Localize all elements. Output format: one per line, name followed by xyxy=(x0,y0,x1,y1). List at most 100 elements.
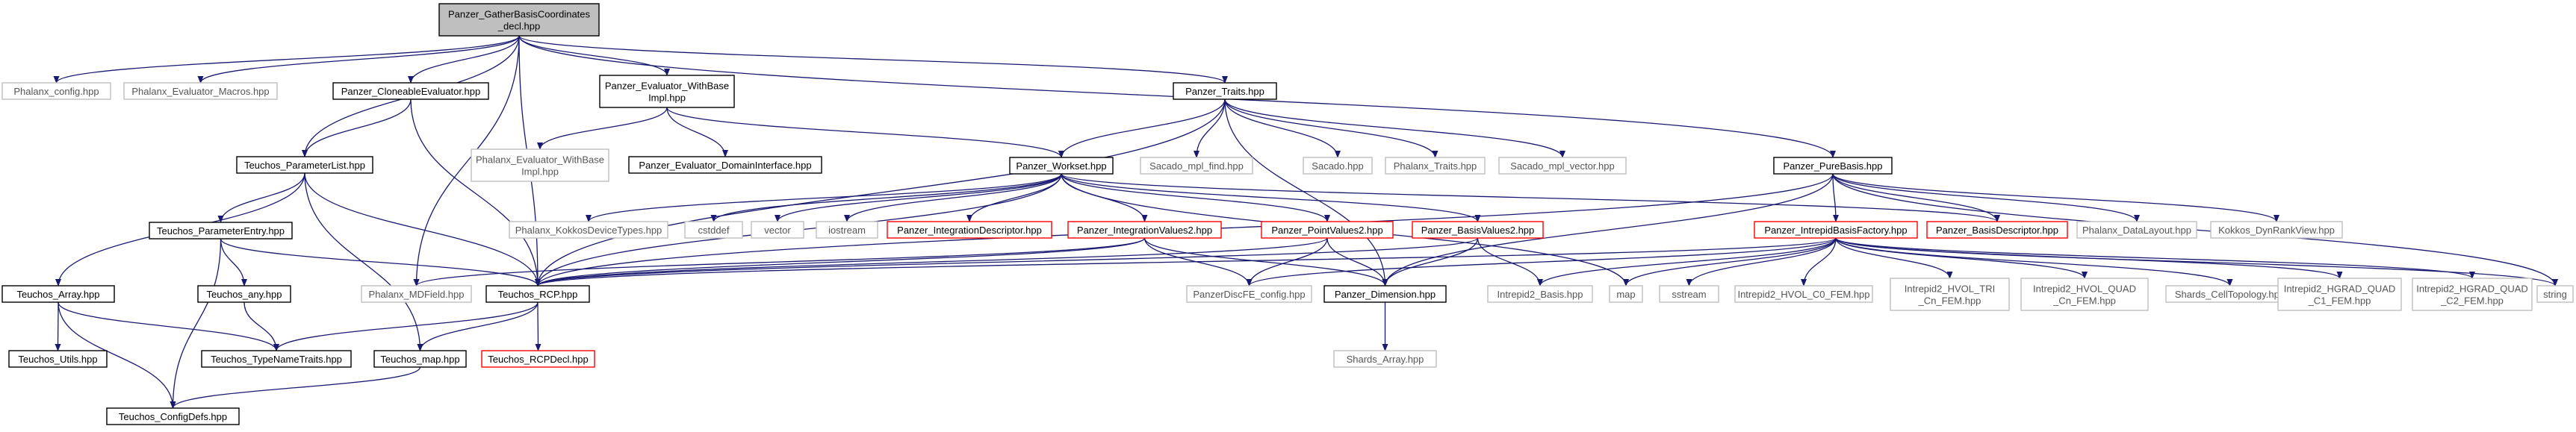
node-box[interactable] xyxy=(2536,285,2574,303)
node-teuchos-any[interactable]: Teuchos_any.hpp xyxy=(197,285,291,303)
node-sstream[interactable]: sstream xyxy=(1659,285,1719,303)
node-box[interactable] xyxy=(485,285,590,303)
node-panzer-intrepid-factory[interactable]: Panzer_IntrepidBasisFactory.hpp xyxy=(1754,221,1918,239)
node-panzer-basis-desc[interactable]: Panzer_BasisDescriptor.hpp xyxy=(1926,221,2068,239)
node-box[interactable] xyxy=(1659,285,1719,303)
node-teuchos-array[interactable]: Teuchos_Array.hpp xyxy=(1,285,115,303)
node-panzer-cloneable[interactable]: Panzer_CloneableEvaluator.hpp xyxy=(332,82,489,100)
node-box[interactable] xyxy=(628,156,822,174)
node-box[interactable] xyxy=(1173,82,1277,100)
node-panzer-basis-values2[interactable]: Panzer_BasisValues2.hpp xyxy=(1412,221,1544,239)
node-string[interactable]: string xyxy=(2536,285,2574,303)
node-box[interactable] xyxy=(1498,157,1627,175)
node-intrepid2-hgrad-c1[interactable]: Intrepid2_HGRAD_QUAD_C1_FEM.hpp xyxy=(2277,278,2402,311)
node-box[interactable] xyxy=(1186,285,1312,303)
node-panzer-traits[interactable]: Panzer_Traits.hpp xyxy=(1173,82,1277,100)
node-intrepid2-basis[interactable]: Intrepid2_Basis.hpp xyxy=(1487,285,1593,303)
node-intrepid2-hvol-c0[interactable]: Intrepid2_HVOL_C0_FEM.hpp xyxy=(1734,285,1873,303)
node-box[interactable] xyxy=(2412,278,2533,311)
node-kokkos-dynrank[interactable]: Kokkos_DynRankView.hpp xyxy=(2210,221,2343,239)
node-box[interactable] xyxy=(816,221,878,239)
node-phalanx-datalayout[interactable]: Phalanx_DataLayout.hpp xyxy=(2076,221,2197,239)
node-box[interactable] xyxy=(332,82,489,100)
node-box[interactable] xyxy=(1,285,115,303)
node-box[interactable] xyxy=(2020,278,2149,311)
node-box[interactable] xyxy=(106,407,240,425)
node-box[interactable] xyxy=(149,222,293,240)
node-box[interactable] xyxy=(1261,221,1394,239)
node-label: Panzer_GatherBasisCoordinates xyxy=(448,9,591,20)
node-teuchos-rcp[interactable]: Teuchos_RCP.hpp xyxy=(485,285,590,303)
node-map1[interactable]: map xyxy=(1609,285,1643,303)
node-panzer-eval-domain[interactable]: Panzer_Evaluator_DomainInterface.hpp xyxy=(628,156,822,174)
node-box[interactable] xyxy=(8,350,108,368)
node-cstddef[interactable]: cstddef xyxy=(684,221,743,239)
node-teuchos-rcpdecl[interactable]: Teuchos_RCPDecl.hpp xyxy=(481,350,595,368)
node-box[interactable] xyxy=(1385,157,1486,175)
node-box[interactable] xyxy=(599,75,735,108)
node-phalanx-mdfield[interactable]: Phalanx_MDField.hpp xyxy=(361,285,472,303)
node-box[interactable] xyxy=(361,285,472,303)
node-box[interactable] xyxy=(509,221,668,239)
node-box[interactable] xyxy=(1412,221,1544,239)
node-intrepid2-hvol-quad[interactable]: Intrepid2_HVOL_QUAD_Cn_FEM.hpp xyxy=(2020,278,2149,311)
node-box[interactable] xyxy=(471,148,609,182)
node-box[interactable] xyxy=(1487,285,1593,303)
node-panzer-workset[interactable]: Panzer_Workset.hpp xyxy=(1009,157,1114,175)
node-iostream[interactable]: iostream xyxy=(816,221,878,239)
node-box[interactable] xyxy=(751,221,804,239)
node-box[interactable] xyxy=(123,82,278,100)
node-box[interactable] xyxy=(438,3,600,37)
node-box[interactable] xyxy=(1067,221,1222,239)
node-box[interactable] xyxy=(373,350,467,368)
node-box[interactable] xyxy=(1926,221,2068,239)
node-teuchos-paramentry[interactable]: Teuchos_ParameterEntry.hpp xyxy=(149,222,293,240)
node-teuchos-utils[interactable]: Teuchos_Utils.hpp xyxy=(8,350,108,368)
node-box[interactable] xyxy=(887,221,1052,239)
node-box[interactable] xyxy=(1773,157,1893,175)
node-shards-celltopo[interactable]: Shards_CellTopology.hpp xyxy=(2165,285,2294,303)
node-shards-array[interactable]: Shards_Array.hpp xyxy=(1333,350,1437,368)
node-panzer-integ-desc[interactable]: Panzer_IntegrationDescriptor.hpp xyxy=(887,221,1052,239)
node-sacado[interactable]: Sacado.hpp xyxy=(1303,157,1373,175)
node-panzer-purebasis[interactable]: Panzer_PureBasis.hpp xyxy=(1773,157,1893,175)
node-box[interactable] xyxy=(1,82,111,100)
node-box[interactable] xyxy=(1303,157,1373,175)
node-box[interactable] xyxy=(1890,278,2010,311)
node-teuchos-configdefs[interactable]: Teuchos_ConfigDefs.hpp xyxy=(106,407,240,425)
node-intrepid2-hvol-tri[interactable]: Intrepid2_HVOL_TRI_Cn_FEM.hpp xyxy=(1890,278,2010,311)
node-box[interactable] xyxy=(2076,221,2197,239)
node-intrepid2-hgrad-c2[interactable]: Intrepid2_HGRAD_QUAD_C2_FEM.hpp xyxy=(2412,278,2533,311)
node-box[interactable] xyxy=(1609,285,1643,303)
node-box[interactable] xyxy=(1140,157,1253,175)
node-box[interactable] xyxy=(1009,157,1114,175)
node-panzer-point-values2[interactable]: Panzer_PointValues2.hpp xyxy=(1261,221,1394,239)
node-panzer-dimension[interactable]: Panzer_Dimension.hpp xyxy=(1323,285,1447,303)
node-teuchos-typename[interactable]: Teuchos_TypeNameTraits.hpp xyxy=(201,350,352,368)
node-vector[interactable]: vector xyxy=(751,221,804,239)
node-phalanx-kokkos[interactable]: Phalanx_KokkosDeviceTypes.hpp xyxy=(509,221,668,239)
node-phalanx-traits[interactable]: Phalanx_Traits.hpp xyxy=(1385,157,1486,175)
node-phalanx-config[interactable]: Phalanx_config.hpp xyxy=(1,82,111,100)
node-box[interactable] xyxy=(2277,278,2402,311)
node-panzer-discfe-config[interactable]: PanzerDiscFE_config.hpp xyxy=(1186,285,1312,303)
node-teuchos-paramlist[interactable]: Teuchos_ParameterList.hpp xyxy=(236,156,373,174)
node-root[interactable]: Panzer_GatherBasisCoordinates_decl.hpp xyxy=(438,3,600,37)
node-box[interactable] xyxy=(1734,285,1873,303)
node-sacado-mpl-vector[interactable]: Sacado_mpl_vector.hpp xyxy=(1498,157,1627,175)
node-teuchos-map[interactable]: Teuchos_map.hpp xyxy=(373,350,467,368)
node-panzer-integ-values2[interactable]: Panzer_IntegrationValues2.hpp xyxy=(1067,221,1222,239)
node-box[interactable] xyxy=(1754,221,1918,239)
node-box[interactable] xyxy=(481,350,595,368)
node-box[interactable] xyxy=(236,156,373,174)
node-box[interactable] xyxy=(1323,285,1447,303)
node-sacado-mpl-find[interactable]: Sacado_mpl_find.hpp xyxy=(1140,157,1253,175)
node-box[interactable] xyxy=(2210,221,2343,239)
node-box[interactable] xyxy=(684,221,743,239)
node-box[interactable] xyxy=(201,350,352,368)
node-box[interactable] xyxy=(1333,350,1437,368)
node-phalanx-evaluator-macros[interactable]: Phalanx_Evaluator_Macros.hpp xyxy=(123,82,278,100)
node-box[interactable] xyxy=(197,285,291,303)
